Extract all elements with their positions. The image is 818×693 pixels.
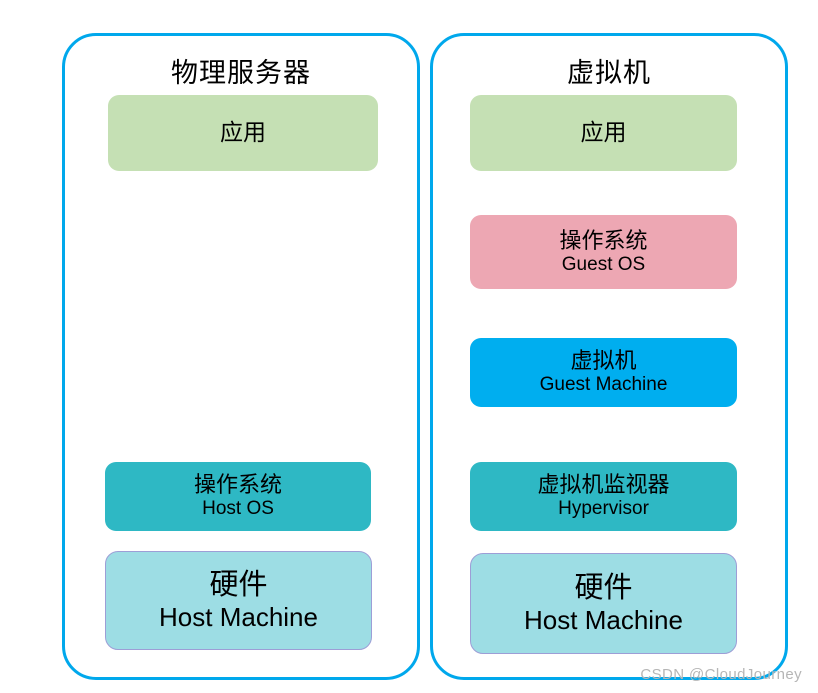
block-physical-host-os-en: Host OS xyxy=(202,498,274,520)
block-virtual-application-cn: 应用 xyxy=(580,119,627,146)
block-physical-application: 应用 xyxy=(108,95,378,171)
block-virtual-hypervisor-en: Hypervisor xyxy=(558,498,649,520)
block-physical-host-os: 操作系统 Host OS xyxy=(105,462,371,531)
watermark-text: CSDN @CloudJourney xyxy=(640,666,802,683)
block-virtual-guest-os-cn: 操作系统 xyxy=(559,227,648,253)
block-physical-host-os-cn: 操作系统 xyxy=(193,472,282,498)
block-virtual-guest-os: 操作系统 Guest OS xyxy=(470,215,737,289)
panel-physical-server-title: 物理服务器 xyxy=(171,58,311,88)
block-virtual-guest-os-en: Guest OS xyxy=(561,253,646,275)
block-virtual-guest-machine-cn: 虚拟机 xyxy=(570,348,637,374)
panel-virtual-machine-title: 虚拟机 xyxy=(567,58,651,88)
panel-virtual-machine xyxy=(430,33,788,680)
block-virtual-hypervisor-cn: 虚拟机监视器 xyxy=(537,472,670,498)
block-physical-hardware-en: Host Machine xyxy=(159,602,318,633)
block-physical-application-cn: 应用 xyxy=(220,119,266,146)
block-virtual-guest-machine: 虚拟机 Guest Machine xyxy=(470,338,737,407)
block-physical-hardware-cn: 硬件 xyxy=(209,569,268,602)
block-virtual-hardware-en: Host Machine xyxy=(524,605,683,636)
block-physical-hardware: 硬件 Host Machine xyxy=(105,551,372,650)
block-virtual-hypervisor: 虚拟机监视器 Hypervisor xyxy=(470,462,737,531)
block-virtual-guest-machine-en: Guest Machine xyxy=(539,374,668,396)
block-virtual-application: 应用 xyxy=(470,95,737,171)
panel-physical-server xyxy=(62,33,420,680)
block-virtual-hardware-cn: 硬件 xyxy=(574,572,633,605)
block-virtual-hardware: 硬件 Host Machine xyxy=(470,553,737,654)
